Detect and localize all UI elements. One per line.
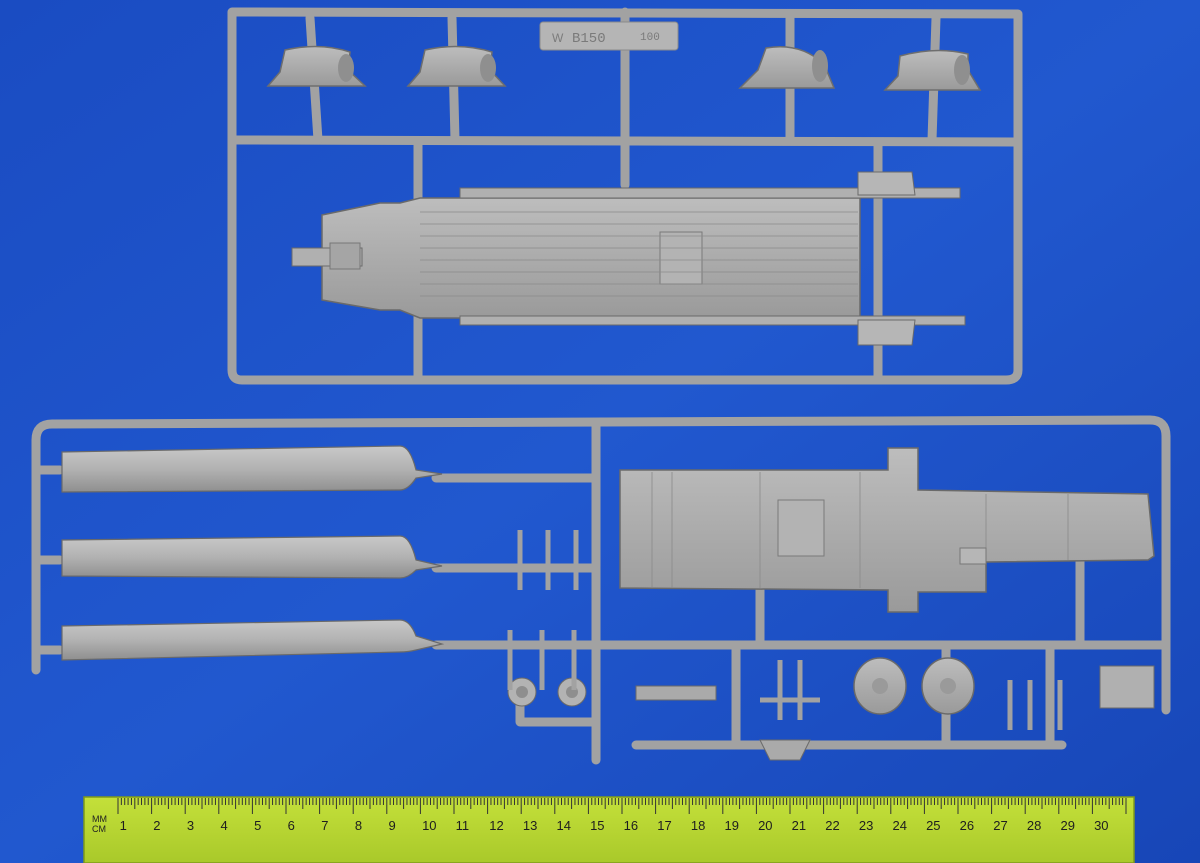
ruler-number: 5: [254, 818, 261, 833]
sprue-bottom: [31, 415, 1171, 765]
nacelle-part: [406, 45, 507, 87]
ruler-number: 28: [1027, 818, 1041, 833]
nacelle-part: [266, 45, 367, 87]
ruler-number: 2: [153, 818, 160, 833]
stamp-number: 100: [640, 32, 660, 44]
ruler-number: 15: [590, 818, 604, 833]
ruler-number: 13: [523, 818, 537, 833]
ruler-number: 4: [220, 818, 227, 833]
ruler-number: 1: [120, 818, 127, 833]
ruler-number: 17: [657, 818, 671, 833]
cabin-floor-part: [291, 171, 966, 346]
ruler-unit-cm: CM: [92, 824, 106, 834]
ruler-unit-mm: MM: [92, 814, 107, 824]
ruler-number: 24: [892, 818, 906, 833]
ruler-number: 7: [321, 818, 328, 833]
ruler-number: 25: [926, 818, 940, 833]
nacelle-part: [883, 49, 982, 91]
rotor-blade: [61, 445, 443, 493]
ruler-number: 30: [1094, 818, 1108, 833]
rotor-blade: [61, 535, 443, 579]
rotor-blades: [61, 445, 445, 661]
instrument-panel-part: [635, 685, 717, 701]
ruler-number: 14: [556, 818, 570, 833]
ruler-number: 3: [187, 818, 194, 833]
ruler-number: 10: [422, 818, 436, 833]
ruler-number: 6: [288, 818, 295, 833]
ruler-number: 12: [489, 818, 503, 833]
ruler-number: 8: [355, 818, 362, 833]
ruler-number: 26: [960, 818, 974, 833]
rotor-blade: [61, 619, 445, 661]
svg-text:W: W: [552, 31, 564, 45]
wheel-part: [921, 657, 975, 715]
ruler-number: 20: [758, 818, 772, 833]
stamp-code: B150: [572, 31, 606, 47]
ruler-number: 18: [691, 818, 705, 833]
ruler-number: 22: [825, 818, 839, 833]
strut-parts: [507, 530, 1063, 730]
ruler-number: 23: [859, 818, 873, 833]
fuselage-panel-part: [619, 447, 1155, 613]
box-part: [1099, 665, 1155, 709]
bracket-part: [759, 739, 811, 761]
wheel-part: [853, 657, 907, 715]
ruler-number: 11: [456, 818, 470, 833]
nacelle-parts: [266, 45, 982, 91]
small-parts: [507, 530, 1155, 761]
ruler-number: 19: [724, 818, 738, 833]
ruler-number: 9: [388, 818, 395, 833]
cup-part: [507, 677, 537, 707]
nacelle-part: [738, 45, 836, 89]
ruler-number: 29: [1060, 818, 1074, 833]
sprue-stamp: W B150 100: [539, 21, 679, 51]
ruler-number: 27: [993, 818, 1007, 833]
ruler-number: 16: [624, 818, 638, 833]
ruler-number: 21: [792, 818, 806, 833]
